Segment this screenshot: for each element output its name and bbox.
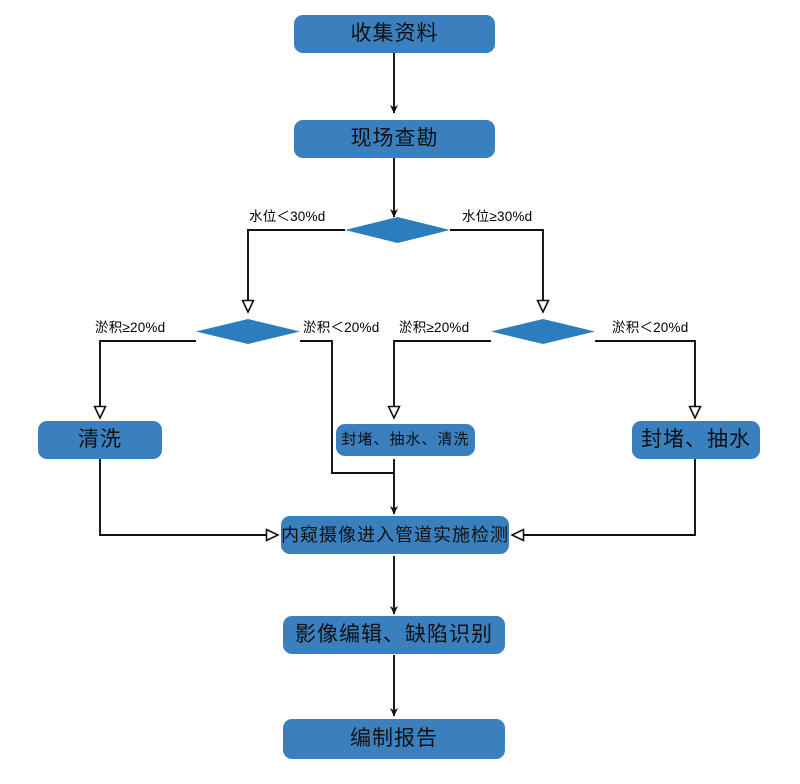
- node-site-survey[interactable]: 现场查勘: [294, 120, 495, 158]
- branch-label-silt-left-gte: 淤积≥20%d: [95, 320, 166, 335]
- branch-label-water-level-gte: 水位≥30%d: [462, 209, 533, 224]
- edge-n3-n6: [99, 459, 278, 535]
- node-label: 清洗: [78, 428, 122, 451]
- node-collect-data[interactable]: 收集资料: [294, 15, 495, 53]
- node-video-edit-defect-id[interactable]: 影像编辑、缺陷识别: [283, 616, 505, 654]
- edge-d2-n3: [100, 340, 196, 418]
- decision-silt-left[interactable]: [196, 319, 300, 344]
- decision-silt-right[interactable]: [491, 319, 595, 344]
- node-label: 封堵、抽水: [641, 428, 751, 451]
- node-label: 编制报告: [350, 727, 438, 750]
- node-label: 收集资料: [350, 22, 439, 45]
- edge-d3-n4: [394, 340, 491, 418]
- node-compile-report[interactable]: 编制报告: [283, 719, 505, 759]
- node-cleaning[interactable]: 清洗: [38, 421, 162, 459]
- branch-label-silt-right-gte: 淤积≥20%d: [399, 320, 470, 335]
- branch-label-water-level-lt: 水位＜30%d: [249, 209, 326, 224]
- branch-label-silt-right-lt: 淤积＜20%d: [612, 320, 689, 335]
- node-plug-pump[interactable]: 封堵、抽水: [632, 421, 760, 459]
- node-label: 影像编辑、缺陷识别: [295, 623, 493, 646]
- branch-label-silt-left-lt: 淤积＜20%d: [303, 320, 380, 335]
- node-cctv-inspection[interactable]: 内窥摄像进入管道实施检测: [281, 516, 509, 554]
- edge-d3-n5: [595, 340, 695, 418]
- node-plug-pump-clean[interactable]: 封堵、抽水、清洗: [336, 424, 475, 456]
- edge-d1-d3: [450, 229, 543, 312]
- edge-n5-n6: [512, 459, 696, 535]
- edge-d1-d2: [248, 229, 345, 312]
- node-label: 封堵、抽水、清洗: [341, 431, 470, 448]
- node-label: 现场查勘: [350, 127, 439, 150]
- decision-water-level[interactable]: [345, 217, 450, 243]
- node-label: 内窥摄像进入管道实施检测: [281, 524, 509, 545]
